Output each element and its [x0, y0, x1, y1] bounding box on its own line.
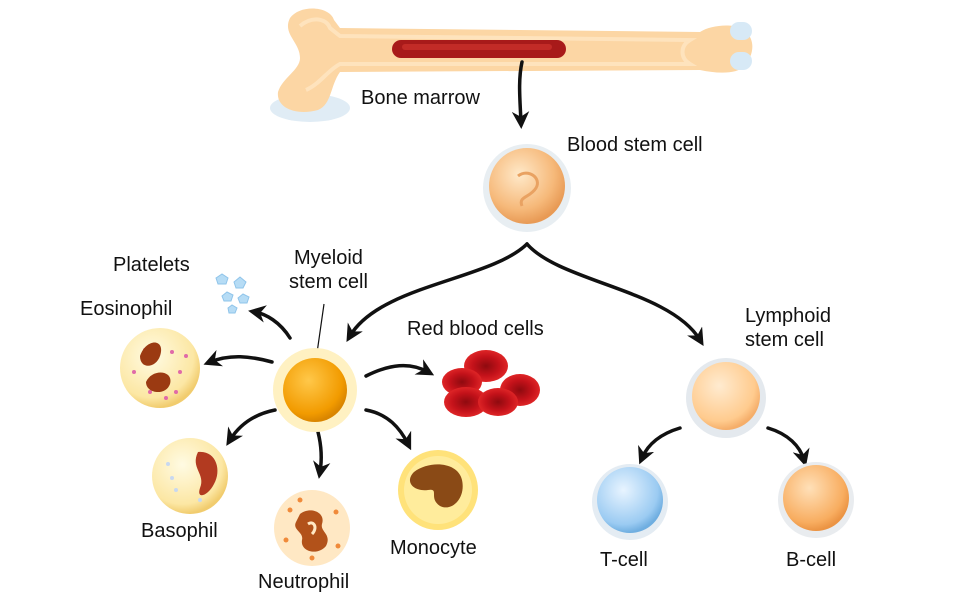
- eosinophil-cell: [120, 328, 200, 408]
- label-neutrophil: Neutrophil: [258, 571, 350, 593]
- bone-illustration: [270, 8, 753, 122]
- t-cell: [592, 464, 668, 540]
- label-eosinophil: Eosinophil: [80, 298, 173, 320]
- label-lymphoid-stem-cell: Lymphoid stem cell: [745, 305, 831, 351]
- label-red-blood-cells: Red blood cells: [407, 318, 544, 340]
- neutrophil-cell: [274, 490, 350, 566]
- arrow-to-lymphoid: [525, 242, 704, 346]
- arrow-to-myeloid: [346, 242, 529, 343]
- arrow-to-basophil: [226, 408, 277, 446]
- label-blood-stem-cell: Blood stem cell: [567, 134, 703, 156]
- arrow-to-monocyte: [364, 408, 412, 451]
- platelets-cluster: [215, 273, 250, 314]
- arrow-to-t-cell: [638, 426, 682, 465]
- arrow-to-eosinophil: [203, 349, 274, 367]
- label-basophil: Basophil: [141, 520, 218, 542]
- arrow-to-platelets: [248, 305, 292, 340]
- blood-stem-cell: [483, 144, 571, 232]
- label-t-cell: T-cell: [600, 549, 648, 571]
- lymphoid-stem-cell: [686, 358, 766, 438]
- label-myeloid-stem-cell: Myeloid stem cell: [289, 247, 368, 293]
- label-bone-marrow: Bone marrow: [361, 87, 480, 109]
- label-platelets: Platelets: [113, 254, 190, 276]
- basophil-cell: [152, 438, 228, 514]
- label-monocyte: Monocyte: [390, 537, 477, 559]
- arrow-to-neutrophil: [313, 430, 331, 479]
- monocyte-cell: [398, 450, 478, 530]
- myeloid-stem-cell: [273, 348, 357, 432]
- arrow-marrow-to-stem: [511, 60, 530, 129]
- arrow-to-b-cell: [766, 426, 810, 467]
- b-cell: [778, 462, 854, 538]
- arrow-to-red-cells: [364, 359, 435, 378]
- lineage-arrows: [203, 60, 810, 479]
- label-b-cell: B-cell: [786, 549, 837, 571]
- red-blood-cells-cluster: [442, 350, 540, 417]
